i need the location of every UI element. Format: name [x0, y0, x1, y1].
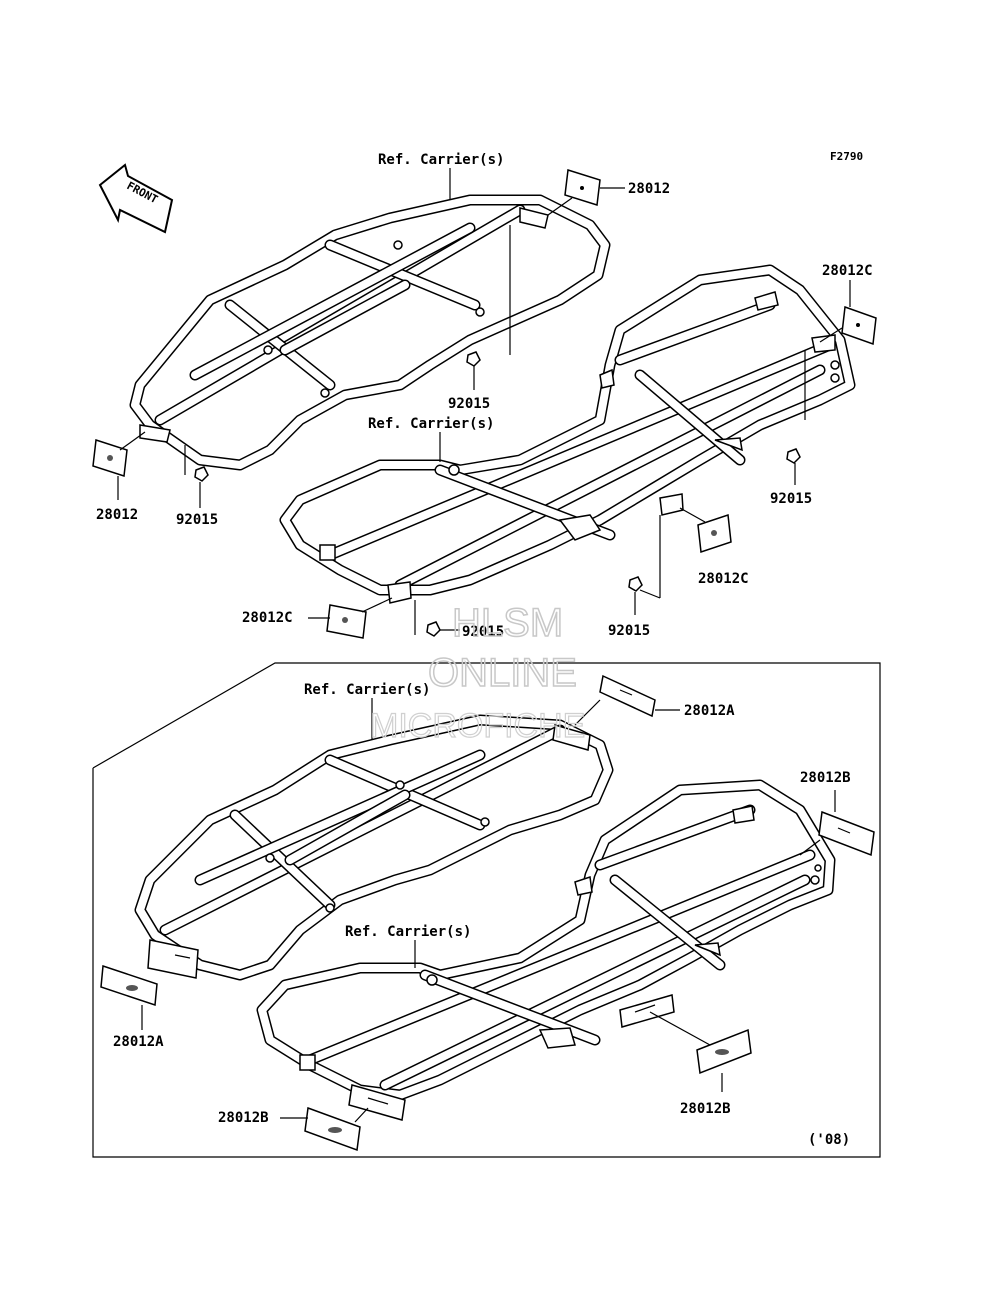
ref-carrier-top-2: Ref. Carrier(s) — [368, 416, 494, 432]
reflector-28012c-middle — [697, 513, 732, 554]
reflector-28012-upper — [564, 169, 601, 206]
front-arrow-icon: FRONT — [98, 163, 174, 234]
rear-carrier-top — [129, 194, 611, 471]
part-92015-a: 92015 — [448, 396, 490, 412]
part-28012c-middle: 28012C — [698, 571, 749, 587]
part-28012b-middle: 28012B — [680, 1101, 731, 1117]
reflector-28012c-left — [326, 604, 367, 639]
reflector-28012b-left — [304, 1106, 361, 1152]
watermark: HLSM ONLINE MICROFICHE — [369, 600, 586, 745]
front-carrier-top — [279, 264, 856, 604]
nut-92015-a — [466, 351, 481, 367]
reflector-28012b-middle — [696, 1028, 752, 1075]
part-28012b-left: 28012B — [218, 1110, 269, 1126]
nut-92015-c — [786, 448, 801, 464]
reflector-28012b-right — [818, 810, 875, 857]
ref-carrier-bottom-1: Ref. Carrier(s) — [304, 682, 430, 698]
watermark-line-1: HLSM — [452, 601, 563, 645]
front-carrier-bottom — [256, 779, 836, 1121]
nut-92015-d — [628, 576, 643, 592]
part-28012a-upper: 28012A — [684, 703, 735, 719]
ref-carrier-bottom-2: Ref. Carrier(s) — [345, 924, 471, 940]
reflector-28012a-lower — [100, 964, 158, 1007]
reflector-28012c-right — [841, 305, 877, 346]
ref-carrier-top-1: Ref. Carrier(s) — [378, 152, 504, 168]
watermark-line-2: ONLINE — [428, 651, 577, 695]
part-92015-c: 92015 — [770, 491, 812, 507]
part-92015-e: 92015 — [462, 624, 504, 640]
part-28012a-lower: 28012A — [113, 1034, 164, 1050]
figure-code: F2790 — [830, 150, 863, 163]
part-28012-lower: 28012 — [96, 507, 138, 523]
rear-carrier-bottom — [134, 714, 614, 981]
nut-92015-e — [426, 621, 441, 637]
reflector-28012a-upper — [599, 674, 656, 718]
section-frame — [92, 662, 881, 1158]
part-28012b-right: 28012B — [800, 770, 851, 786]
part-92015-d: 92015 — [608, 623, 650, 639]
year-note: ('08) — [808, 1132, 850, 1148]
part-28012c-right: 28012C — [822, 263, 873, 279]
reflector-28012-lower — [92, 439, 128, 477]
part-28012c-left: 28012C — [242, 610, 293, 626]
nut-92015-b — [194, 466, 209, 482]
watermark-line-3: MICROFICHE — [370, 707, 585, 745]
part-28012-upper: 28012 — [628, 181, 670, 197]
part-92015-b: 92015 — [176, 512, 218, 528]
